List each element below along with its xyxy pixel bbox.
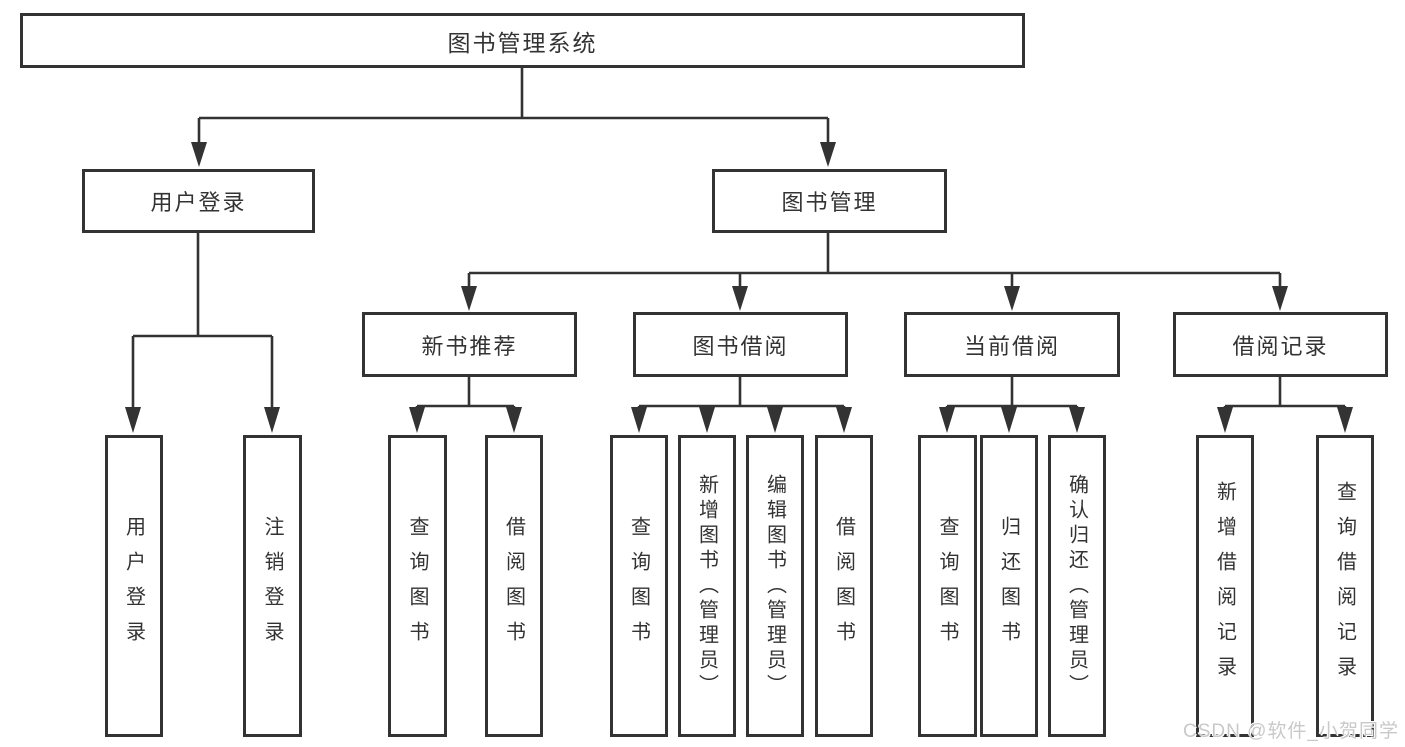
node-book-borrowing: 图书借阅 [633, 312, 848, 377]
leaf-logout: 注销登录 [243, 435, 302, 737]
leaf-user-login: 用户登录 [105, 435, 163, 737]
leaf-borrow-books-recommend: 借阅图书 [485, 435, 543, 737]
leaf-confirm-return-admin: 确认归还（管理员） [1048, 435, 1106, 737]
arrowhead-icons [125, 142, 1353, 433]
leaf-edit-books-admin: 编辑图书（管理员） [746, 435, 804, 737]
leaf-add-books-admin: 新增图书（管理员） [678, 435, 736, 737]
node-book-management: 图书管理 [712, 169, 947, 233]
leaf-query-books-borrow: 查询图书 [610, 435, 668, 737]
node-current-borrowing: 当前借阅 [904, 312, 1120, 377]
leaf-return-books: 归还图书 [980, 435, 1038, 737]
leaf-query-books-current: 查询图书 [918, 435, 977, 737]
node-user-login: 用户登录 [82, 169, 315, 233]
node-borrowing-records: 借阅记录 [1173, 312, 1388, 377]
leaf-borrow-books: 借阅图书 [815, 435, 873, 737]
leaf-query-borrow-record: 查询借阅记录 [1316, 435, 1374, 737]
node-new-book-recommendation: 新书推荐 [362, 312, 577, 377]
leaf-query-books-recommend: 查询图书 [388, 435, 447, 737]
leaf-add-borrow-record: 新增借阅记录 [1196, 435, 1254, 737]
node-library-management-system: 图书管理系统 [20, 13, 1025, 68]
